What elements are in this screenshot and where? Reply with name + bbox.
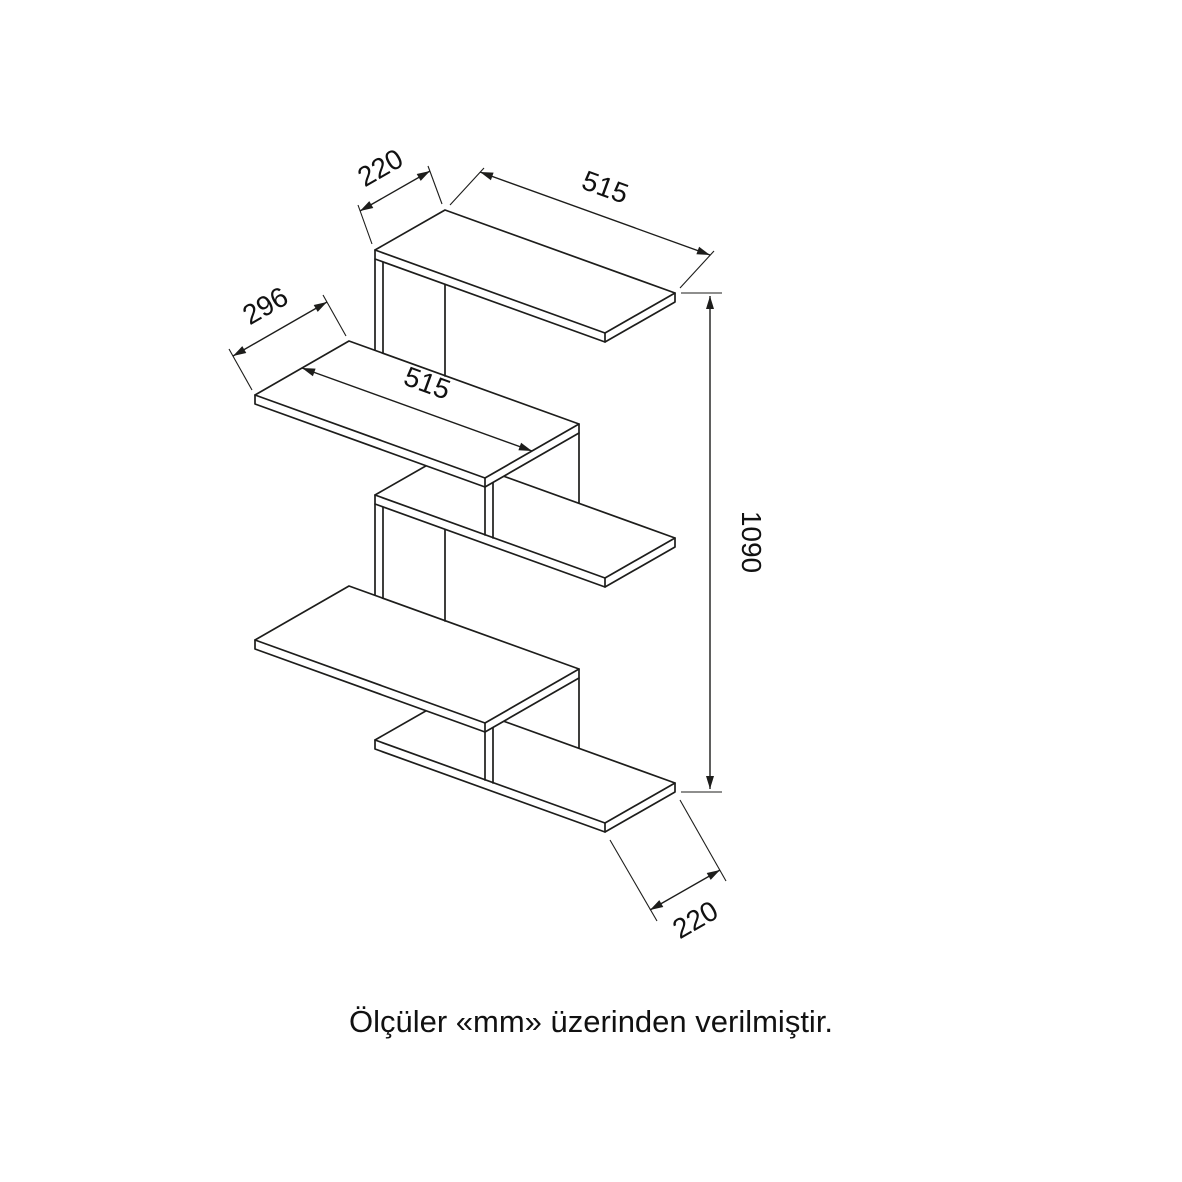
support-panel-4 — [484, 677, 580, 784]
board-4-end-edge — [484, 668, 580, 724]
arrowhead — [302, 368, 316, 377]
arrowhead — [706, 776, 714, 789]
dimension-total-height: 1090 — [681, 292, 767, 793]
arrowhead — [706, 296, 714, 309]
dim-label-total-height: 1090 — [736, 511, 767, 573]
arrowhead — [696, 246, 710, 255]
arrowhead — [650, 900, 664, 910]
board-4-outline — [254, 585, 580, 733]
board-2-front-edge — [254, 394, 486, 479]
arrowhead — [360, 201, 374, 211]
arrowhead — [480, 172, 494, 181]
arrowhead — [233, 346, 247, 356]
support-panel-2 — [484, 432, 580, 539]
caption: Ölçüler «mm» üzerinden verilmiştir. — [349, 1004, 833, 1039]
board-5-end-edge — [604, 782, 676, 824]
arrowhead — [313, 302, 327, 312]
board-1-front-edge — [374, 249, 606, 334]
shelf-board-4 — [254, 585, 580, 733]
board-1-outline — [374, 209, 676, 343]
dimension-bottom-depth: 220 — [609, 799, 727, 945]
board-3-end-edge — [604, 537, 676, 579]
board-5-outline — [374, 699, 676, 833]
dim-label-top-depth: 220 — [352, 143, 408, 193]
dim-label-top-length: 515 — [578, 165, 633, 210]
arrowhead — [518, 442, 532, 451]
board-3-outline — [374, 454, 676, 588]
board-5-front-edge — [374, 739, 606, 824]
shelf-isometric-drawing — [254, 209, 676, 833]
shelf-board-5 — [374, 699, 676, 833]
board-4-front-edge — [254, 639, 486, 724]
arrowhead — [706, 870, 720, 880]
board-3-front-edge — [374, 494, 606, 579]
arrowhead — [416, 171, 430, 181]
shelf-board-3 — [374, 454, 676, 588]
dim-label-bottom-depth: 220 — [667, 895, 723, 945]
board-1-end-edge — [604, 292, 676, 334]
dim-label-shelf2-depth: 296 — [237, 281, 293, 331]
shelf-board-1 — [374, 209, 676, 343]
